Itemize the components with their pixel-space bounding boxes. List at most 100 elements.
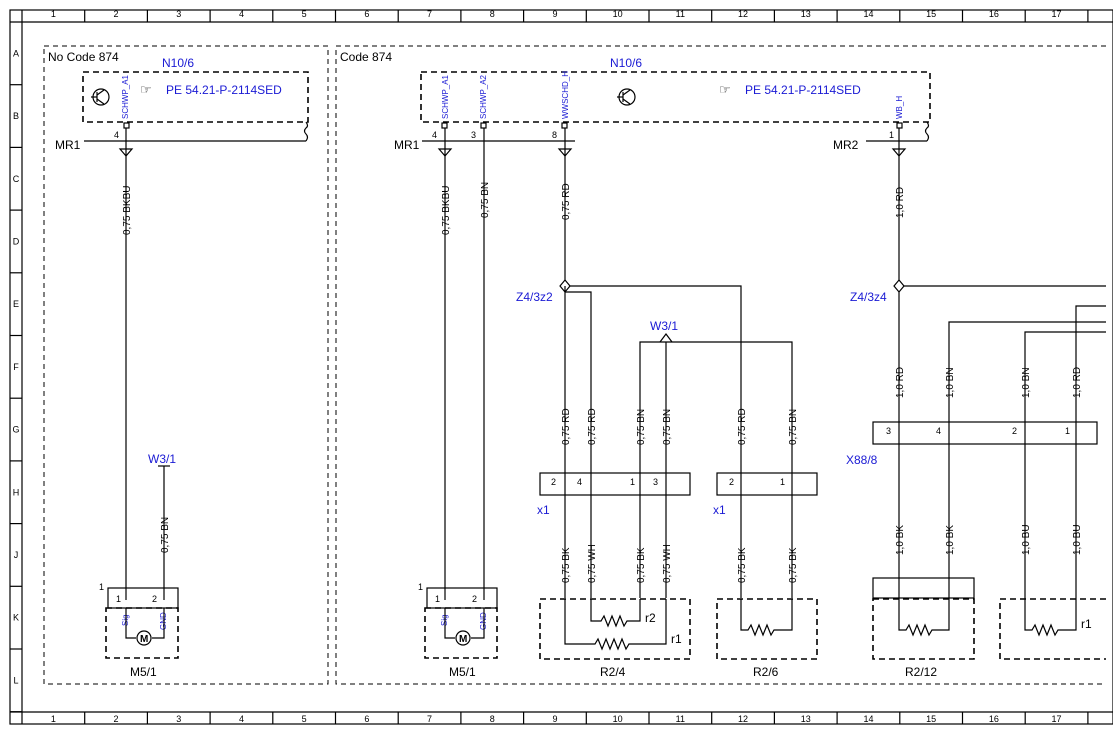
wire-label: 0,75 BN [636,409,647,445]
column-number: 1 [51,9,56,19]
pin-label: 2 [551,477,556,487]
column-number: 3 [176,9,181,19]
wire-label: 0,75 BK [561,547,572,583]
motor-name-right: M5/1 [449,665,476,679]
transistor-icon [91,88,110,106]
column-number: 7 [427,714,432,724]
wire-label: 0,75 BK [788,547,799,583]
column-number: 4 [239,9,244,19]
pin-label: 1 [99,582,104,592]
pin-label: 4 [114,130,119,140]
column-grid: 1122334455667788991010111112121313141415… [51,9,1089,724]
sensor-box-partial [999,598,1106,660]
column-number: 12 [738,714,748,724]
motor-symbol: M [140,634,148,645]
column-number: 1 [51,714,56,724]
controller-box-left [82,71,309,123]
terminal-label: SCHWP_A1 [121,74,130,119]
row-letter: B [13,111,19,121]
column-number: 2 [114,714,119,724]
component-r212: R2/12 [905,665,937,679]
wire-label: 0,75 BN [662,409,673,445]
connector-x88-label: X88/8 [846,453,878,467]
wire-label: 1,0 RD [1072,367,1083,398]
controller-ref-left[interactable]: PE 54.21-P-2114SED [166,83,282,97]
wire-label: 0,75 BK [636,547,647,583]
component-r24: R2/4 [600,665,626,679]
wire-label: 0,75 WH [662,544,673,583]
row-letter: E [13,299,19,309]
row-letter: H [13,487,20,497]
wire-label: 0,75 BN [160,517,171,553]
pin-label: 4 [432,130,437,140]
motor-icon: M [455,630,471,646]
column-number: 6 [364,9,369,19]
motor-name-left: M5/1 [130,665,157,679]
column-number: 4 [239,714,244,724]
pointing-hand-icon: ☞ [140,82,152,97]
column-number: 15 [926,9,936,19]
pin-label: 1 [630,477,635,487]
pin-label: 4 [577,477,582,487]
pin-label: 2 [472,594,477,604]
controller-ref-right[interactable]: PE 54.21-P-2114SED [745,83,861,97]
pin-label: 3 [886,426,891,436]
wire-label: 0,75 RD [737,408,748,445]
ground-label-mr1-right: MR1 [394,138,420,152]
row-letter: K [13,613,19,623]
resistor-icon [1024,598,1077,637]
resistor-label-r1: r1 [671,632,682,646]
resistor-icon [740,599,793,637]
resistor-label-r2: r2 [645,611,656,625]
wire-label: 1,0 BU [1021,524,1032,555]
splice-label-z2: Z4/3z2 [516,290,553,304]
column-number: 17 [1052,714,1062,724]
wire-label: 0,75 BN [788,409,799,445]
pin-label: 3 [471,130,476,140]
column-number: 17 [1052,9,1062,19]
pin-label: 1 [116,594,121,604]
pin-label: 3 [653,477,658,487]
column-number: 10 [613,9,623,19]
pointing-hand-icon: ☞ [719,82,731,97]
row-letter: L [13,675,18,685]
wire-label: 0,75 RD [587,408,598,445]
column-number: 11 [676,9,685,19]
w31-label-left: W3/1 [148,452,176,466]
wire-label: 1,0 RD [895,187,906,218]
resistor-icon [564,599,667,651]
column-number: 13 [801,9,811,19]
splice-node [893,279,905,293]
resistor-icon [898,598,950,637]
transistor-icon [617,88,636,106]
pin-label: 1 [1065,426,1070,436]
column-number: 9 [552,9,557,19]
component-r26: R2/6 [753,665,779,679]
wire-label: 1,0 BN [1021,367,1032,398]
column-number: 13 [801,714,811,724]
column-number: 11 [676,714,685,724]
ground-label-mr1-left: MR1 [55,138,81,152]
connector-x1b-label: x1 [713,503,726,517]
column-number: 10 [613,714,623,724]
pin-label: 1 [889,130,894,140]
column-number: 7 [427,9,432,19]
pin-label: 8 [552,130,557,140]
wire-label: 1,0 BK [895,525,906,555]
pin-label: 2 [152,594,157,604]
wire-label: 0,75 BKBU [441,186,452,235]
w31-label-right: W3/1 [650,319,678,333]
pin-label: 2 [729,477,734,487]
column-number: 14 [863,714,873,724]
wire-label: 0,75 BN [480,182,491,218]
controller-name-left: N10/6 [162,56,194,70]
column-number: 16 [989,714,999,724]
wire-label: 1,0 RD [895,367,906,398]
pin-label: 1 [435,594,440,604]
column-number: 6 [364,714,369,724]
left-region-title: No Code 874 [48,50,119,64]
resistor-icon [590,599,641,628]
motor-symbol: M [459,634,467,645]
